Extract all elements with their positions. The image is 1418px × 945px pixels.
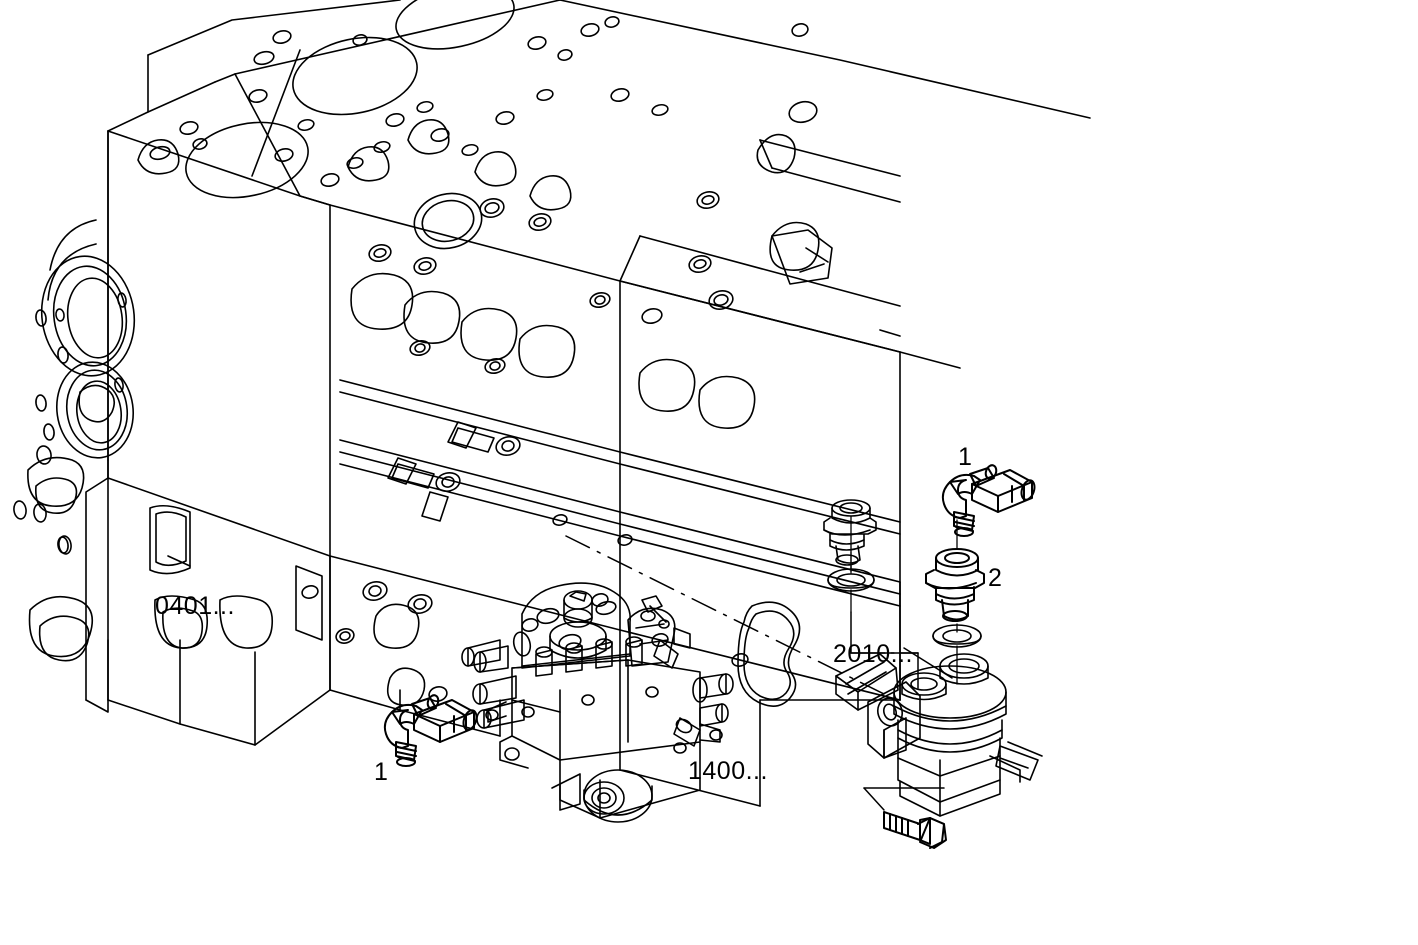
engine-cylinder-block (13, 0, 1091, 807)
callout-1-lower: 1 (374, 758, 388, 786)
group-label-2010: 2010... (833, 640, 913, 668)
block-to-pump-leader-line (565, 535, 885, 695)
group-2010-bracket (850, 611, 919, 689)
banjo-bolt-right (925, 548, 985, 622)
fuel-injection-pump (461, 582, 734, 823)
fuel-feed-pump (835, 653, 1043, 817)
group-label-1400: 1400... (688, 757, 768, 785)
fuel-elbow-fitting-upper (941, 464, 1036, 537)
group-label-0401: 0401... (155, 592, 235, 620)
callout-2: 2 (988, 564, 1002, 592)
callout-1-upper: 1 (958, 443, 972, 471)
mounting-bolt (883, 811, 947, 849)
mounting-bolt-leader (863, 787, 945, 811)
injection-pump-gasket (737, 601, 801, 707)
fuel-elbow-fitting-lower (383, 694, 478, 767)
